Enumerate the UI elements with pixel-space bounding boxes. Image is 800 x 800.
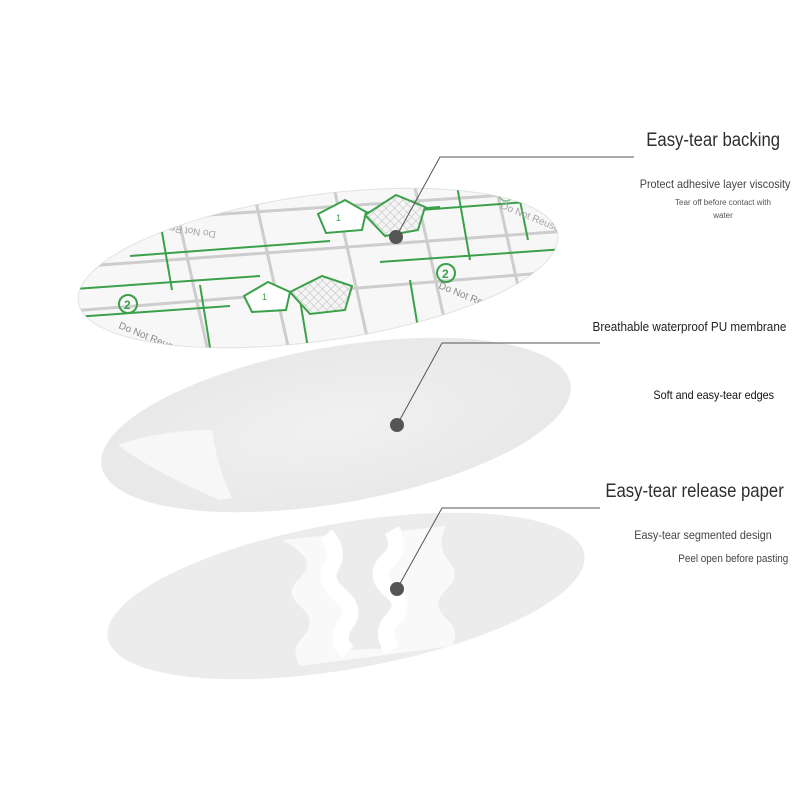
dot-release (390, 582, 404, 596)
backing-note: Tear off before contact with water (668, 196, 778, 222)
release-title: Easy-tear release paper (605, 481, 784, 502)
membrane-subtitle: Soft and easy-tear edges (653, 388, 774, 402)
tear-line-right (372, 526, 408, 655)
membrane-layer (101, 337, 571, 513)
peel-mark-1-numeral: 1 (336, 213, 341, 223)
peel-mark-2 (242, 280, 292, 314)
release-layer (107, 512, 585, 680)
svg-text:2: 2 (124, 298, 131, 312)
peel-mark-1 (316, 198, 368, 235)
badge-2-right: 2 (436, 263, 456, 283)
backing-subtitle: Protect adhesive layer viscosity (639, 177, 790, 191)
backing-title: Easy-tear backing (646, 130, 780, 151)
leader-release (390, 507, 600, 596)
membrane-soft-edge (118, 430, 232, 500)
peel-mark-2-numeral: 1 (262, 292, 267, 302)
hatch-window-2 (288, 274, 354, 316)
dot-backing (389, 230, 403, 244)
hatch-window-1 (363, 193, 427, 238)
leader-backing (389, 156, 634, 244)
badge-2-left: 2 (118, 294, 138, 314)
tear-line-left (319, 529, 359, 658)
leader-membrane (390, 342, 600, 432)
membrane-title: Breathable waterproof PU membrane (592, 319, 786, 334)
backing-layer: 1 1 2 2 Do Not Reuse Do Not Reuse Do Not… (68, 162, 568, 361)
release-subtitle: Easy-tear segmented design (634, 528, 772, 542)
dot-membrane (390, 418, 404, 432)
release-note: Peel open before pasting (677, 553, 788, 565)
backing-note-line1: Tear off before contact with (675, 198, 771, 207)
backing-note-line2: water (713, 211, 733, 220)
svg-text:2: 2 (442, 267, 449, 281)
